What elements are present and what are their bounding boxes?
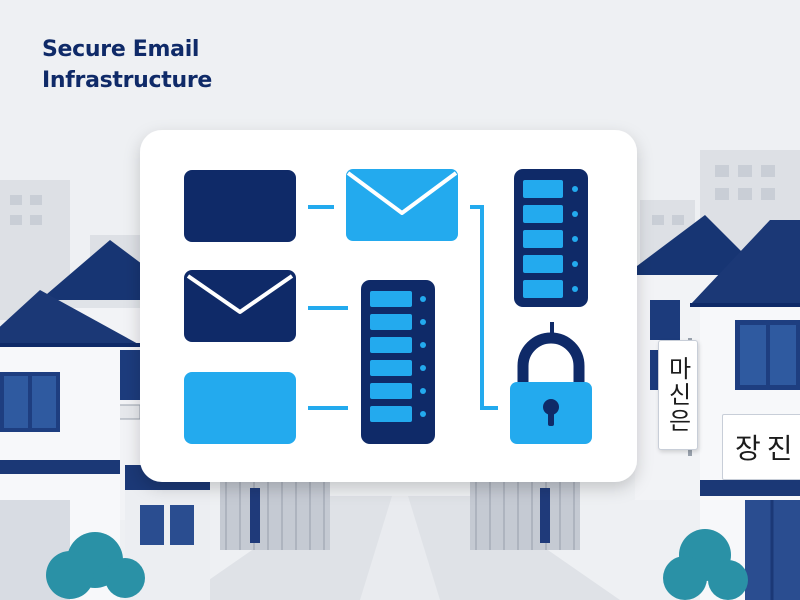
folder-icon (184, 170, 296, 242)
folder-icon (184, 372, 296, 444)
title-line-2: Infrastructure (42, 68, 213, 93)
shop-sign-horizontal: 장진 (722, 414, 800, 480)
title-line-1: Secure Email (42, 37, 200, 62)
envelope-icon (346, 169, 458, 241)
distant-windows (10, 165, 775, 225)
tree-left (46, 532, 145, 599)
road-center (360, 496, 440, 600)
page-title: Secure Email Infrastructure (42, 34, 212, 96)
connector-lines (308, 205, 498, 410)
envelope-icon (184, 270, 296, 342)
shop-shutters (220, 480, 580, 550)
shop-sign-vertical-text: 마신은 (663, 356, 692, 434)
shop-sign-vertical: 마신은 (658, 340, 698, 450)
server-rack-icon (514, 169, 588, 307)
padlock-icon (510, 332, 592, 444)
shop-sign-horizontal-text: 장진 (735, 432, 799, 465)
server-rack-icon (361, 280, 435, 444)
tree-right (663, 529, 748, 600)
